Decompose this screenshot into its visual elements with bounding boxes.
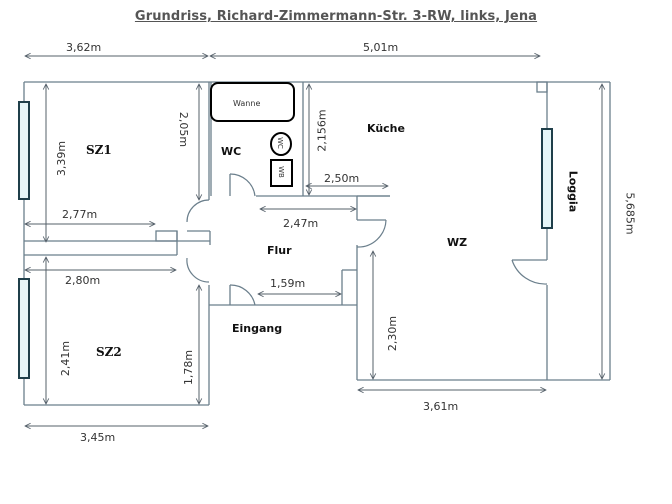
windows bbox=[18, 101, 553, 379]
fixture-label-wb: WB bbox=[276, 166, 285, 178]
dim-wz-width: 3,61m bbox=[423, 400, 459, 413]
door-sz2 bbox=[186, 257, 210, 283]
bathtub bbox=[210, 82, 295, 122]
window-sz2 bbox=[18, 278, 30, 379]
dim-bottom-left-width: 3,45m bbox=[80, 431, 116, 444]
door-loggia bbox=[511, 259, 548, 285]
room-label-wz: WZ bbox=[447, 236, 468, 249]
room-label-flur: Flur bbox=[267, 244, 292, 257]
fixture-label-wanne: Wanne bbox=[233, 99, 261, 108]
room-label-wc: WC bbox=[221, 145, 242, 158]
plan-title: Grundriss, Richard-Zimmermann-Str. 3-RW,… bbox=[134, 9, 538, 24]
dim-kitchen-height: 2,156m bbox=[315, 109, 329, 152]
dim-top-right-width: 5,01m bbox=[363, 41, 399, 54]
door-swings bbox=[186, 173, 548, 306]
window-sz1 bbox=[18, 101, 30, 200]
dim-sz1-width: 2,77m bbox=[62, 208, 98, 221]
dim-sz2-width: 2,80m bbox=[65, 274, 101, 287]
dim-kitchen-width: 2,50m bbox=[324, 172, 360, 185]
dimension-lines bbox=[25, 56, 602, 426]
window-loggia bbox=[541, 128, 553, 229]
room-label-loggia: Loggia bbox=[566, 170, 580, 213]
door-wz bbox=[356, 219, 387, 248]
room-label-sz1: SZ1 bbox=[86, 143, 112, 157]
dim-top-left-width: 3,62m bbox=[66, 41, 102, 54]
dim-wz-height: 2,30m bbox=[386, 315, 400, 352]
door-sz1 bbox=[186, 199, 210, 223]
washbasin bbox=[270, 159, 293, 187]
dim-sz1-height: 3,39m bbox=[55, 140, 69, 177]
fixtures bbox=[210, 82, 295, 187]
dim-flur-width-top: 2,47m bbox=[283, 217, 319, 230]
toilet bbox=[270, 132, 292, 156]
room-label-sz2: SZ2 bbox=[96, 345, 122, 359]
room-label-eingang: Eingang bbox=[232, 322, 283, 335]
dim-bath-height: 2,05m bbox=[177, 111, 191, 148]
door-wc bbox=[229, 173, 256, 197]
dim-total-height: 5,685m bbox=[623, 192, 637, 235]
fixture-label-wc: WC bbox=[275, 137, 284, 149]
dim-sz2-right-height: 1,78m bbox=[182, 349, 196, 386]
door-eingang bbox=[229, 284, 256, 306]
dim-sz2-height: 2,41m bbox=[59, 340, 73, 377]
dim-flur-width-bottom: 1,59m bbox=[270, 277, 306, 290]
room-label-kueche: Küche bbox=[367, 122, 405, 135]
